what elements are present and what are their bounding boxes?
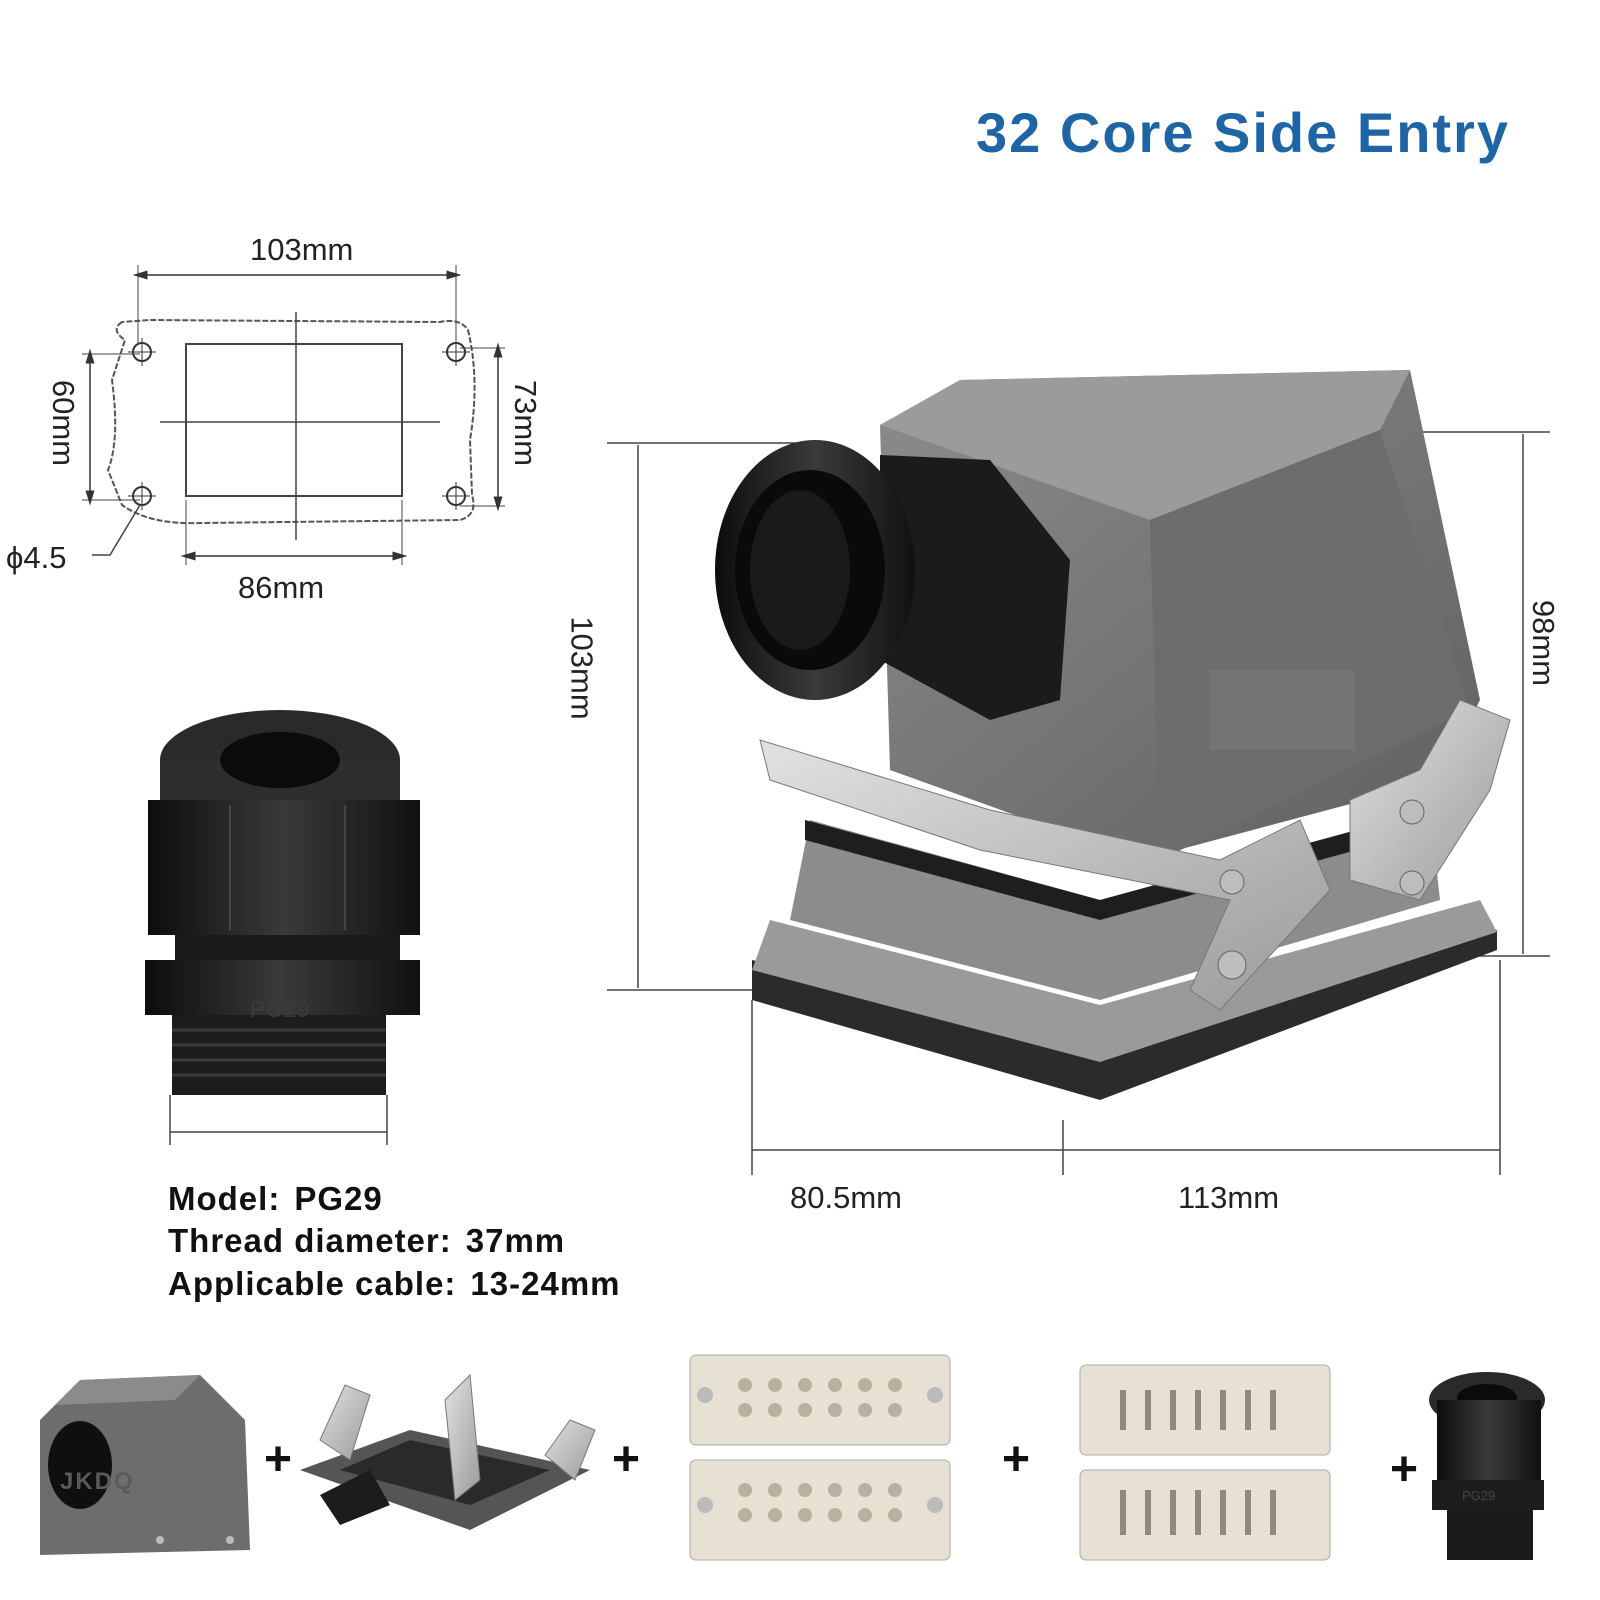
gland-marking: PG29 (250, 997, 311, 1022)
spec-value: 13-24mm (470, 1265, 621, 1302)
spec-value: 37mm (465, 1222, 566, 1259)
cutout-rect (185, 343, 403, 497)
plus-sign: + (612, 1433, 641, 1486)
plus-sign: + (264, 1433, 293, 1486)
plus-sign: + (1002, 1433, 1031, 1486)
hole-diameter-label: ϕ4.5 (6, 540, 67, 575)
cable-gland-drawing (145, 710, 420, 1145)
locking-lever (759, 739, 1331, 1011)
spec-label: Applicable cable: (168, 1265, 457, 1302)
hood-icon (40, 1375, 250, 1555)
mounting-hole-icon (128, 482, 156, 510)
housing-height-right-label: 98mm (1526, 599, 1562, 687)
base-flange (752, 930, 1497, 1100)
spec-label: Model: (168, 1180, 281, 1217)
spec-value: PG29 (294, 1180, 383, 1217)
page-title: 32 Core Side Entry (976, 101, 1510, 164)
male-insert-icon (1079, 1364, 1331, 1561)
cutout-width-label: 103mm (250, 232, 354, 267)
housing-drawing (607, 370, 1550, 1175)
small-gland-marking: PG29 (1462, 1488, 1496, 1503)
base-with-lever-icon (300, 1373, 596, 1530)
cutout-inner-width-label: 86mm (238, 570, 325, 605)
hood-marking: JKDQ (60, 1468, 135, 1495)
housing-width-label: 113mm (1178, 1180, 1280, 1215)
cutout-outer-height-label: 73mm (508, 379, 544, 467)
female-insert-icon (689, 1354, 951, 1561)
mounting-hole-icon (442, 482, 470, 510)
housing-depth-label: 80.5mm (790, 1180, 902, 1215)
mounting-hole-icon (128, 338, 156, 366)
spec-applicable-cable: Applicable cable: 13-24mm (168, 1265, 621, 1303)
spec-model: Model: PG29 (168, 1180, 383, 1218)
panel-cutout-drawing (82, 265, 505, 565)
housing-height-left-label: 103mm (564, 616, 600, 720)
thread-rings (172, 1015, 386, 1095)
spec-thread-diameter: Thread diameter: 37mm (168, 1222, 565, 1260)
spec-label: Thread diameter: (168, 1222, 452, 1259)
cutout-height-label: 60mm (46, 379, 82, 467)
plus-sign: + (1390, 1443, 1419, 1496)
cable-gland-icon (1429, 1372, 1545, 1560)
housing-gland (715, 440, 1070, 720)
cutout-outline (106, 318, 476, 525)
locking-lever (1349, 699, 1511, 901)
